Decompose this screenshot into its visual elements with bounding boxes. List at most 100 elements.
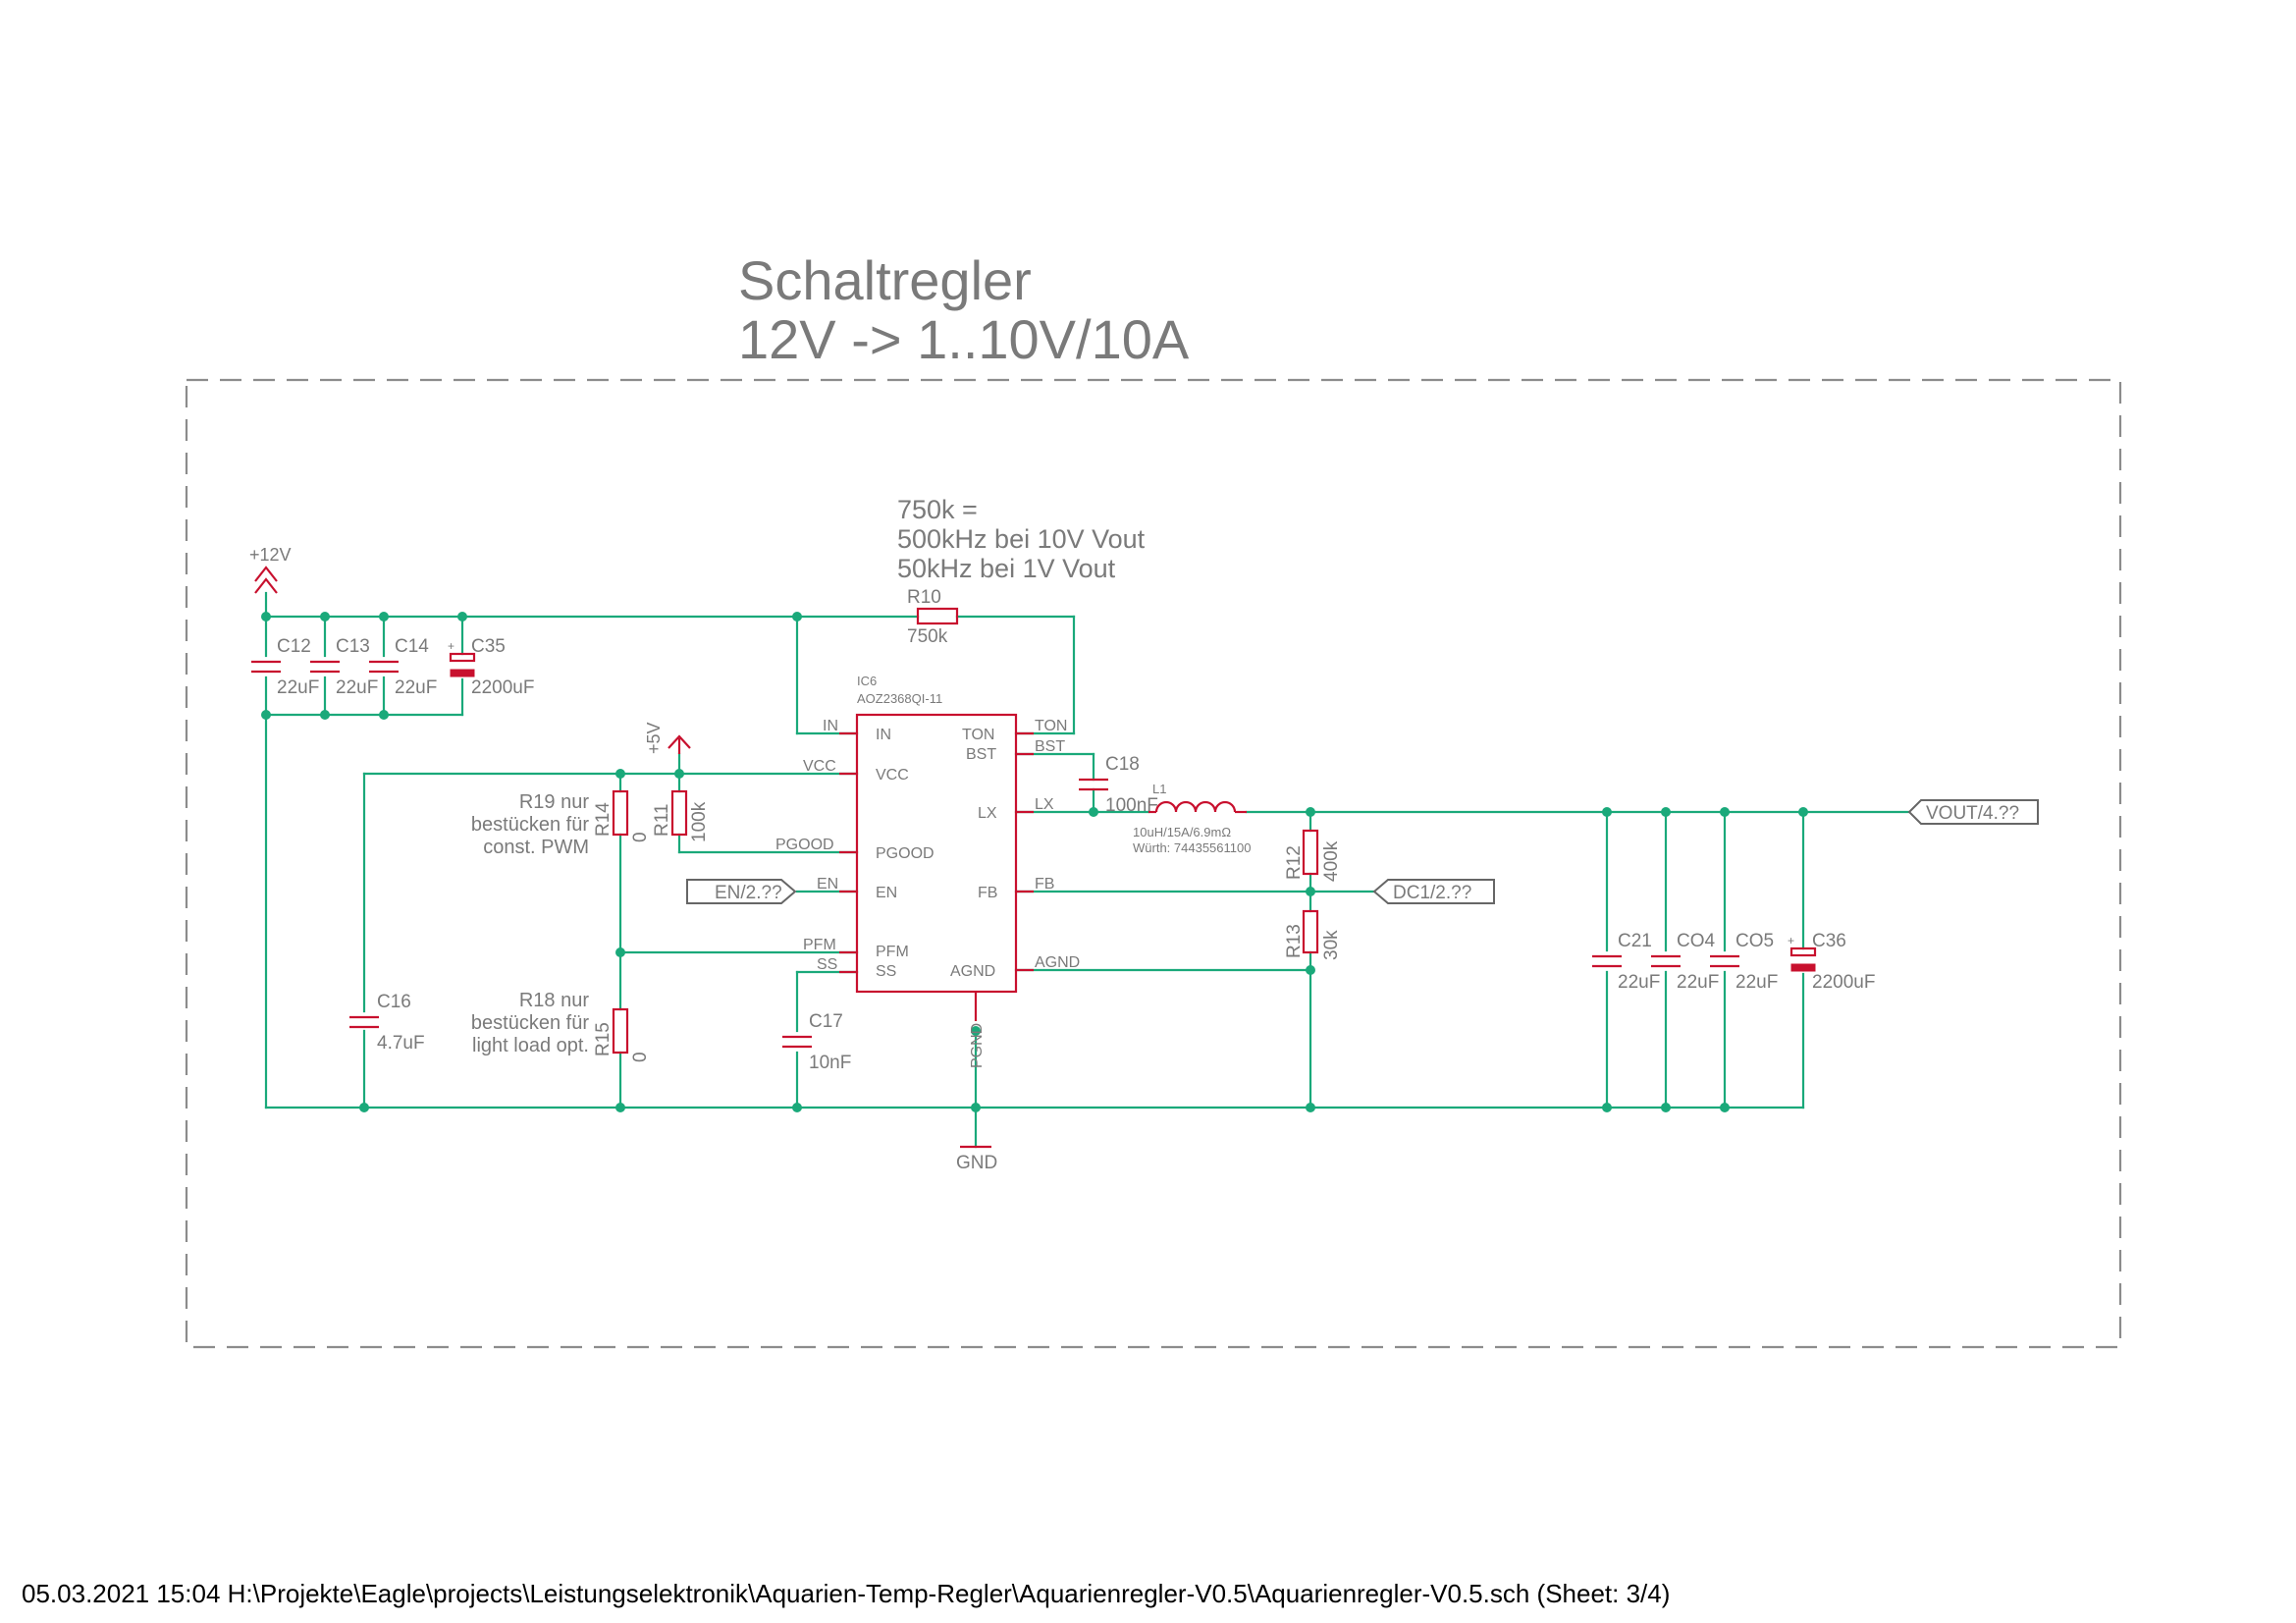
c36-name: C36 — [1812, 931, 1846, 951]
cap-c14: C14 22uF — [369, 636, 437, 698]
resistor-r10: R10 750k — [907, 587, 959, 647]
wires — [264, 591, 1911, 1149]
c13-name: C13 — [336, 636, 370, 657]
note-r19-line1: R19 nur — [519, 791, 589, 813]
supply-12v: +12V — [249, 545, 292, 594]
gnd-label: GND — [956, 1153, 997, 1173]
cap-c13: C13 22uF — [310, 636, 378, 698]
c18-name: C18 — [1105, 754, 1140, 775]
cap-c17: C17 10nF — [782, 1011, 851, 1073]
r10-name: R10 — [907, 587, 941, 608]
supply-5v-label: +5V — [644, 722, 664, 754]
svg-text:+: + — [448, 639, 454, 653]
r15-value: 0 — [630, 1052, 651, 1062]
c36-value: 2200uF — [1812, 972, 1875, 993]
cap-c18: C18 100nF — [1079, 754, 1158, 816]
c17-value: 10nF — [809, 1053, 851, 1073]
r12-name: R12 — [1284, 845, 1305, 880]
c14-name: C14 — [395, 636, 429, 657]
c35-name: C35 — [471, 636, 506, 657]
note-r18-line3: light load opt. — [472, 1035, 589, 1056]
r12-value: 400k — [1321, 840, 1342, 882]
footer-file-path: 05.03.2021 15:04 H:\Projekte\Eagle\proje… — [22, 1579, 1670, 1608]
ic-pin-pfm: PFM — [876, 944, 909, 960]
ic-pin-lx: LX — [978, 805, 997, 822]
gnd-symbol: GND — [956, 1145, 997, 1173]
net-fb: FB — [1035, 876, 1054, 893]
svg-text:+: + — [1788, 934, 1794, 947]
r14-value: 0 — [630, 832, 651, 842]
r15-name: R15 — [593, 1022, 614, 1056]
cap-c16: C16 4.7uF — [349, 992, 425, 1054]
c21-value: 22uF — [1618, 972, 1660, 993]
ic-pin-ss: SS — [876, 963, 896, 980]
note-r19-line3: const. PWM — [483, 837, 589, 858]
note-r18: R18 nur bestücken für light load opt. — [471, 990, 589, 1056]
c16-name: C16 — [377, 992, 411, 1012]
cap-c21: C21 22uF — [1592, 931, 1660, 993]
cap-co4: CO4 22uF — [1651, 931, 1719, 993]
resistor-r12: R12 400k — [1284, 829, 1342, 882]
ic6-part: AOZ2368QI-11 — [857, 691, 942, 706]
note-r19-line2: bestücken für — [471, 814, 589, 836]
resistor-r11: R11 100k — [652, 789, 710, 842]
net-in: IN — [823, 718, 838, 734]
c16-value: 4.7uF — [377, 1033, 425, 1054]
supply-12v-label: +12V — [249, 545, 292, 565]
ic6: IC6 AOZ2368QI-11 IN VCC PGOOD EN PFM SS … — [775, 674, 1080, 1068]
r10-note-line1: 750k = — [897, 495, 978, 524]
co4-name: CO4 — [1677, 931, 1716, 951]
sheet-title-line2: 12V -> 1..10V/10A — [738, 308, 1190, 370]
net-pfm: PFM — [803, 937, 836, 953]
inductor-l1: L1 10uH/15A/6.9mΩ Würth: 74435561100 — [1133, 782, 1251, 855]
port-en[interactable]: EN/2.?? — [686, 879, 797, 904]
c12-name: C12 — [277, 636, 311, 657]
net-ss: SS — [817, 956, 837, 973]
ic-pin-ton: TON — [962, 727, 994, 743]
net-vcc: VCC — [803, 758, 836, 775]
junctions — [261, 612, 1808, 1112]
ic-pin-vcc: VCC — [876, 767, 909, 784]
cap-c12: C12 22uF — [251, 636, 319, 698]
r10-note-line3: 50kHz bei 1V Vout — [897, 554, 1116, 583]
cap-co5: CO5 22uF — [1710, 931, 1778, 993]
c17-name: C17 — [809, 1011, 843, 1032]
c12-value: 22uF — [277, 677, 319, 698]
resistor-r15: R15 0 — [593, 1007, 651, 1062]
c14-value: 22uF — [395, 677, 437, 698]
r10-note-line2: 500kHz bei 10V Vout — [897, 524, 1146, 554]
net-ton: TON — [1035, 718, 1067, 734]
r14-name: R14 — [593, 802, 614, 837]
r11-value: 100k — [689, 801, 710, 842]
ic-pin-fb: FB — [978, 885, 997, 901]
port-dc1[interactable]: DC1/2.?? — [1372, 879, 1495, 904]
ic-pin-in: IN — [876, 727, 891, 743]
net-pgood: PGOOD — [775, 837, 834, 853]
port-vout[interactable]: VOUT/4.?? — [1907, 799, 2039, 825]
co5-name: CO5 — [1735, 931, 1774, 951]
co4-value: 22uF — [1677, 972, 1719, 993]
net-en: EN — [817, 876, 838, 893]
net-agnd: AGND — [1035, 954, 1080, 971]
net-lx: LX — [1035, 796, 1054, 813]
sheet-title-line1: Schaltregler — [738, 249, 1032, 311]
ic6-ref: IC6 — [857, 674, 877, 688]
note-r19: R19 nur bestücken für const. PWM — [471, 791, 589, 858]
supply-5v: +5V — [644, 722, 691, 754]
note-r18-line1: R18 nur — [519, 990, 589, 1011]
c13-value: 22uF — [336, 677, 378, 698]
l1-name: L1 — [1152, 782, 1166, 796]
note-r18-line2: bestücken für — [471, 1012, 589, 1034]
ic-pin-pgood: PGOOD — [876, 845, 934, 862]
c21-name: C21 — [1618, 931, 1652, 951]
cap-c35: + C35 2200uF — [448, 636, 534, 698]
ic-pin-agnd: AGND — [950, 963, 995, 980]
r10-value: 750k — [907, 626, 948, 647]
port-en-label: EN/2.?? — [715, 883, 782, 903]
port-vout-label: VOUT/4.?? — [1926, 803, 2019, 824]
ic-pin-bst: BST — [966, 746, 996, 763]
ic-pin-en: EN — [876, 885, 897, 901]
co5-value: 22uF — [1735, 972, 1778, 993]
l1-mpn: Würth: 74435561100 — [1133, 840, 1251, 855]
